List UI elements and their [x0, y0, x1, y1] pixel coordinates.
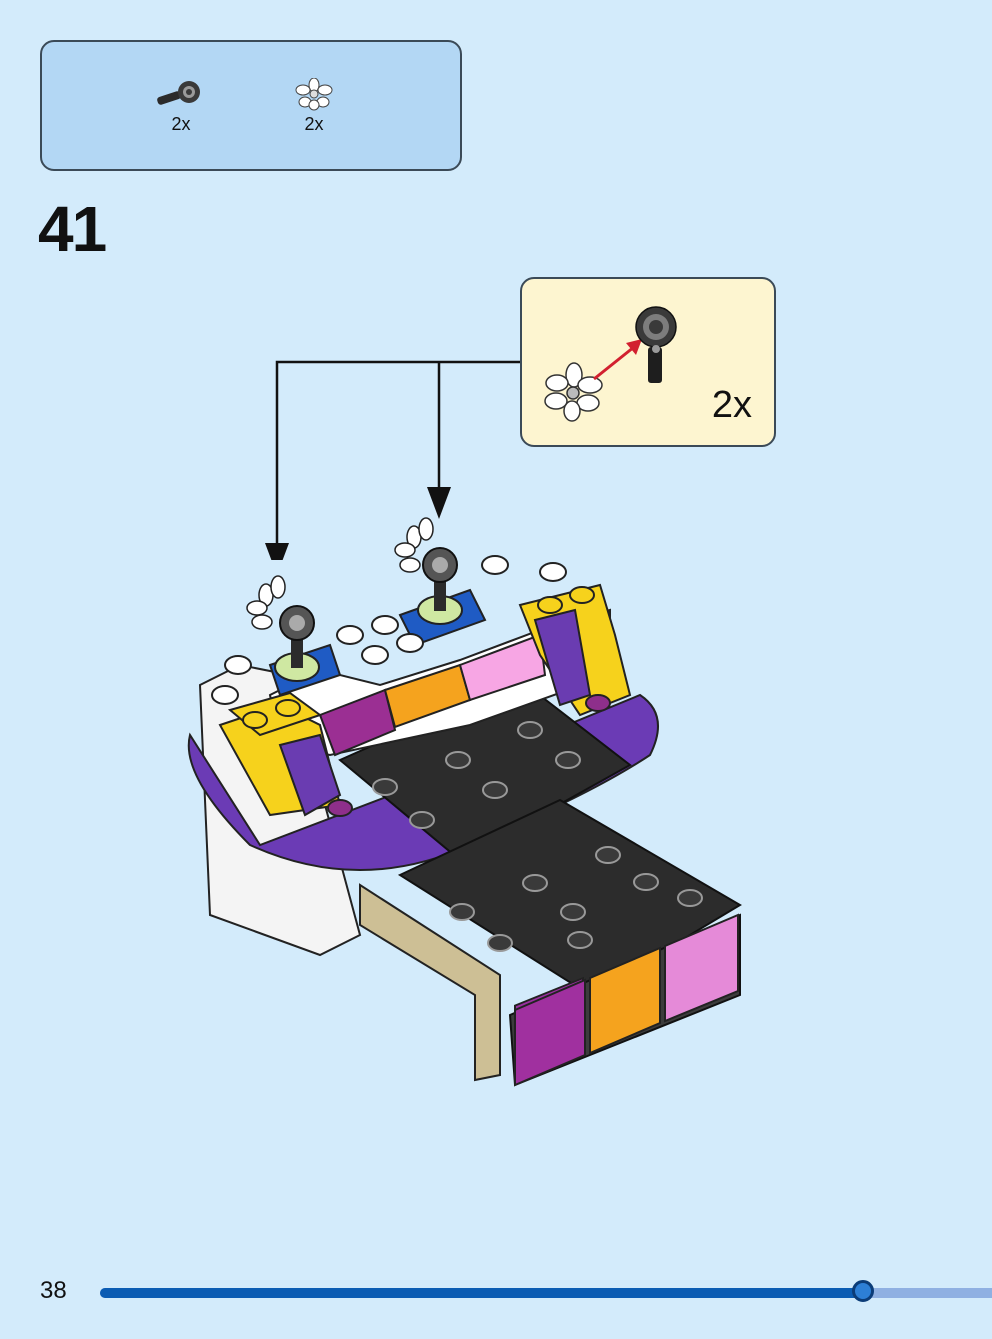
step-number: 41	[38, 193, 107, 265]
progress-bar	[100, 1280, 992, 1302]
ball-joint-connector-icon	[157, 81, 200, 105]
sub-assembly-callout: 2x	[520, 277, 776, 447]
red-arrow-icon	[593, 339, 642, 381]
flower-on-joint-right	[394, 517, 463, 625]
ball-joint-part-icon	[635, 306, 677, 383]
callout-connector-lines	[265, 360, 520, 560]
parts-list-box: 2x 2x	[40, 40, 462, 171]
part-ball-joint: 2x	[146, 78, 216, 135]
page-number: 38	[40, 1277, 67, 1304]
flower-on-joint-left	[246, 575, 320, 682]
part-flower: 2x	[279, 78, 349, 135]
part-quantity: 2x	[171, 114, 191, 134]
progress-knob	[851, 1280, 874, 1302]
decorated-tiles	[514, 913, 739, 1087]
white-flower-icon	[295, 78, 333, 111]
model-illustration	[187, 517, 742, 1087]
flower-part-icon	[544, 362, 603, 422]
flower-attach-diagram	[544, 306, 677, 422]
progress-fill	[100, 1288, 863, 1298]
part-quantity: 2x	[304, 114, 324, 134]
callout-quantity: 2x	[711, 384, 752, 426]
